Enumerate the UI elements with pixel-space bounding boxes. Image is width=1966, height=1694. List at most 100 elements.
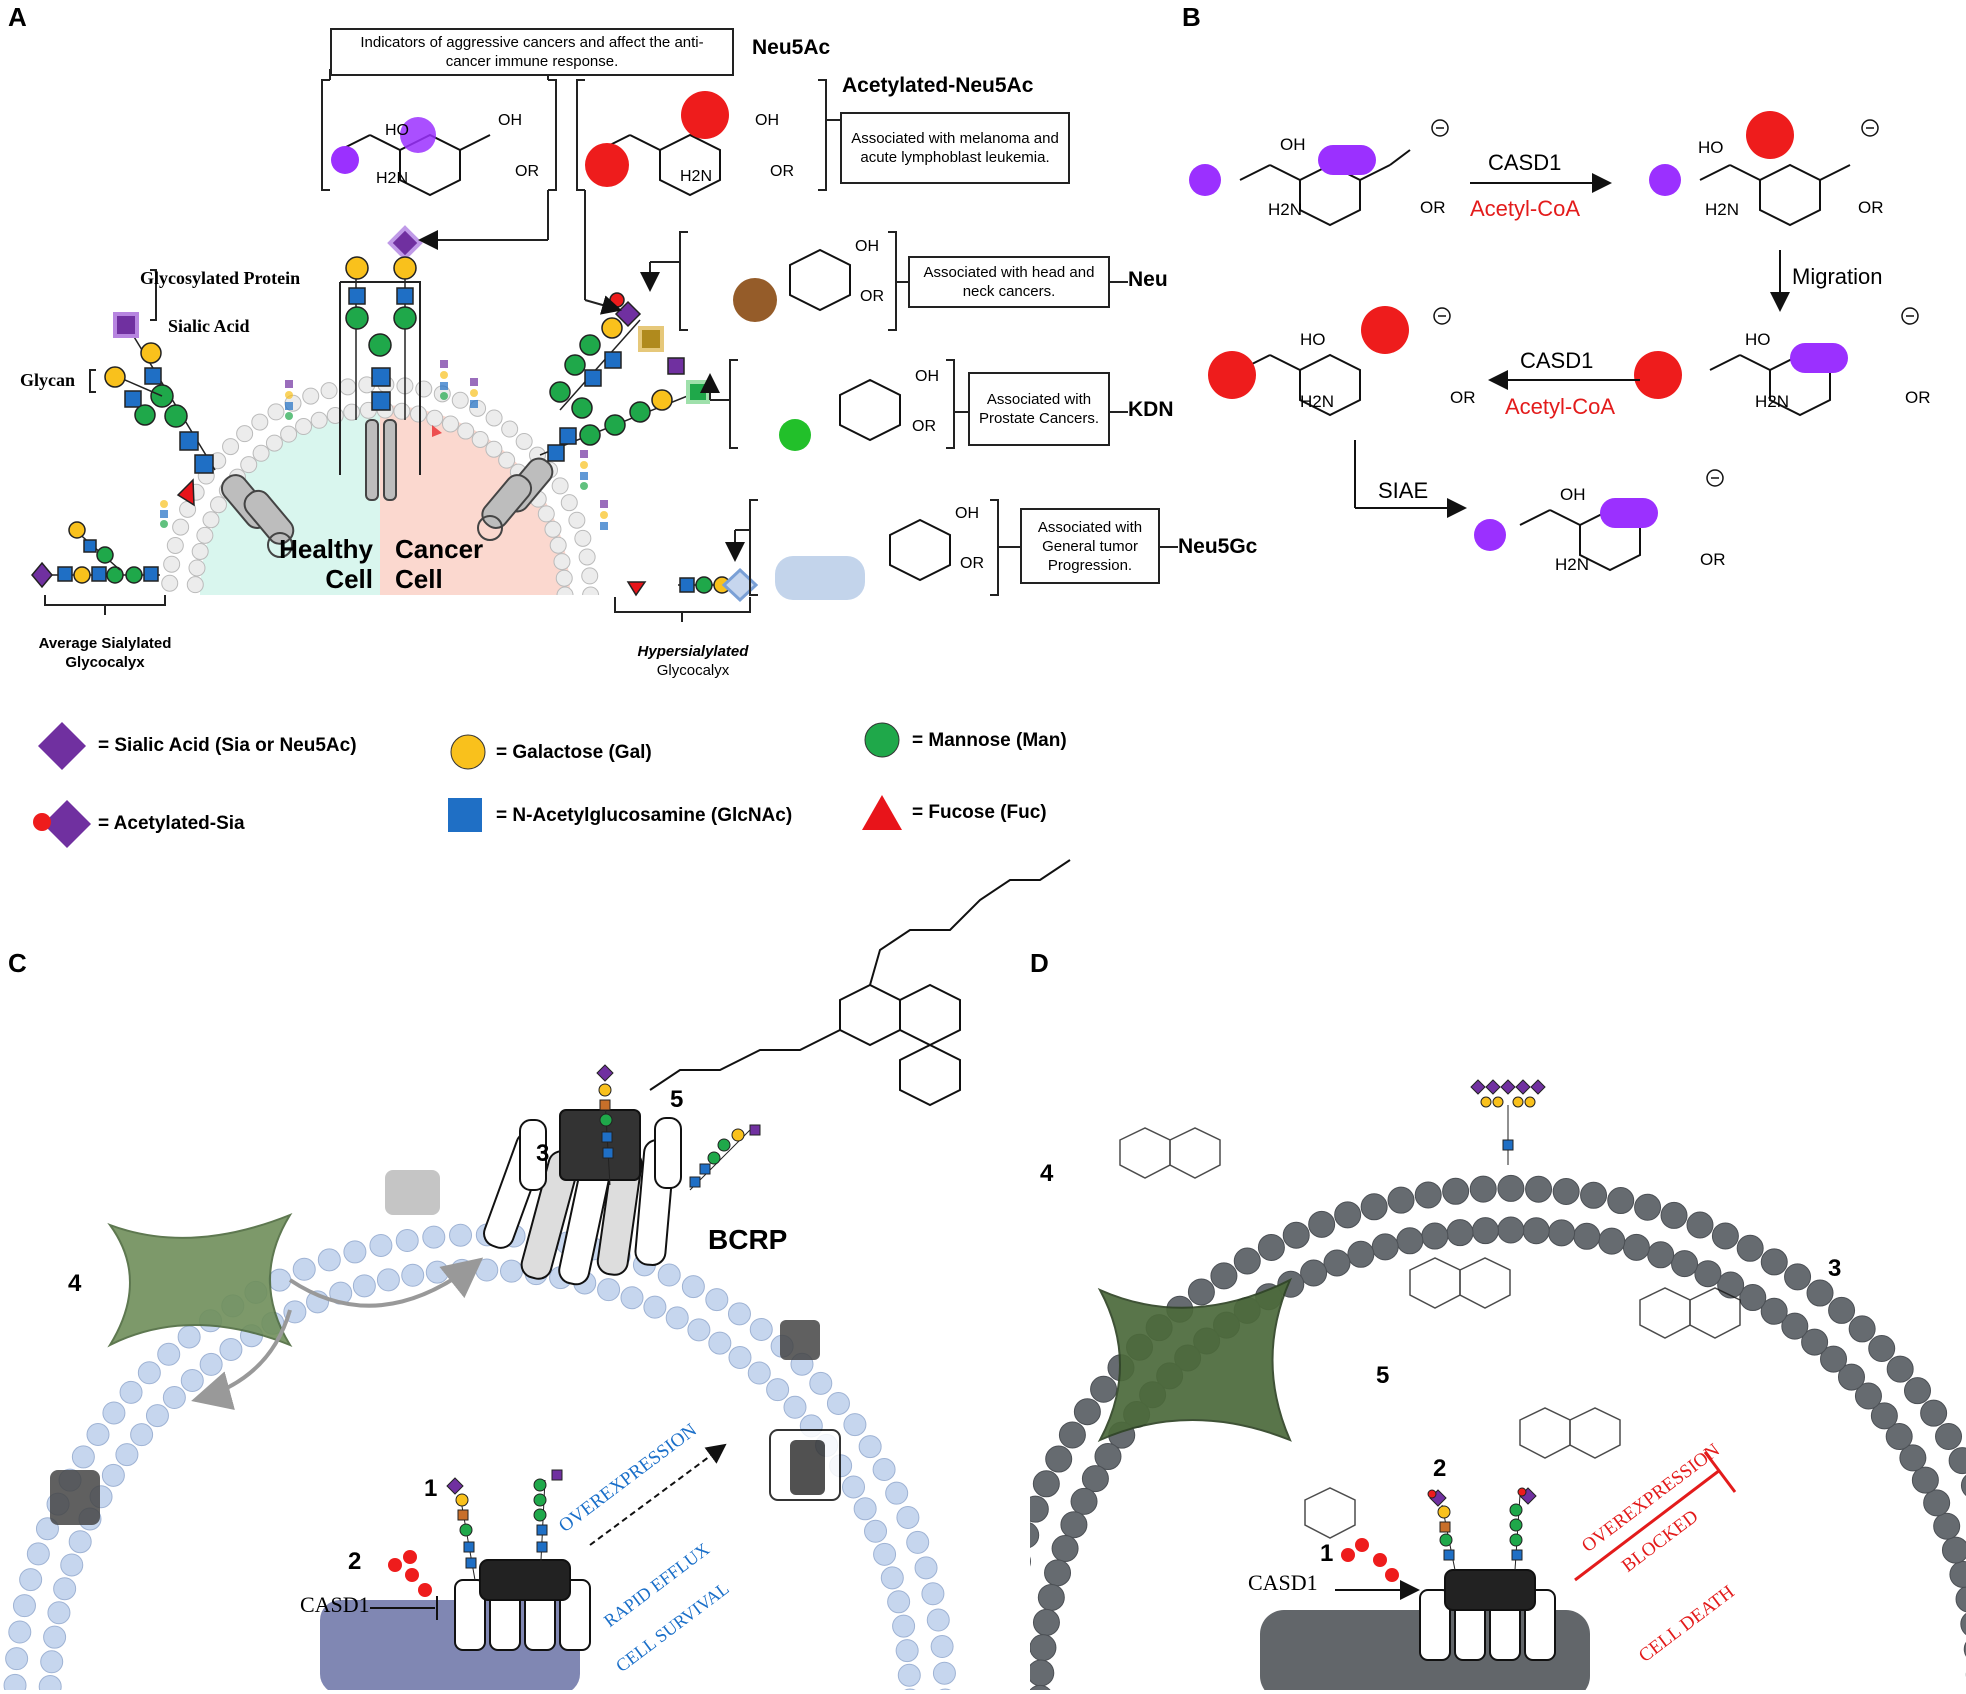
glycans-d: [1427, 1487, 1537, 1571]
lipid-head: [310, 411, 328, 429]
neu-description: Associated with head and neck cancers.: [908, 256, 1110, 308]
lipid-head: [1686, 1211, 1714, 1239]
lipid-head: [145, 1404, 169, 1428]
decorative-glycans-a: [160, 360, 608, 530]
lipid-head: [1347, 1240, 1375, 1268]
cancer-line2: Cell: [395, 564, 443, 594]
lipid-head: [872, 1458, 896, 1482]
panel-label-d: D: [1030, 948, 1049, 978]
lipid-head: [1948, 1447, 1966, 1475]
legend-mannose-icon: [864, 722, 900, 758]
lipid-head: [499, 1259, 523, 1283]
lipid-head: [1935, 1423, 1963, 1451]
lipid-head: [864, 1519, 888, 1543]
acetylcoa-mid: Acetyl-CoA: [1505, 394, 1616, 419]
lipid-head: [657, 1263, 681, 1287]
lipid-head: [897, 1663, 921, 1687]
lipid-head: [68, 1530, 92, 1554]
lipid-head: [1899, 1444, 1927, 1472]
chem-oh-3: OH: [855, 238, 879, 255]
glycosylated-protein-label: Glycosylated Protein: [140, 268, 301, 288]
neu-structure: [733, 248, 851, 322]
legend-galactose-icon: [450, 734, 486, 770]
lipid-head: [501, 420, 519, 438]
lipid-head: [1210, 1262, 1238, 1290]
lipid-head: [1045, 1445, 1073, 1473]
lipid-head: [498, 451, 516, 469]
bcrp-label: BCRP: [708, 1224, 788, 1255]
lipid-head: [295, 418, 313, 436]
green-transporter-c: [107, 1212, 293, 1348]
lipid-head: [1886, 1355, 1914, 1383]
lipid-head: [749, 1317, 773, 1341]
lipid-head: [620, 1286, 644, 1310]
lipid-head: [12, 1594, 36, 1618]
lipid-head: [1548, 1219, 1576, 1247]
lipid-head: [1671, 1250, 1699, 1278]
lipid-head: [873, 1542, 897, 1566]
b-chem-or-4: OR: [1450, 388, 1476, 407]
lipid-head: [887, 1590, 911, 1614]
lipid-head: [906, 1530, 930, 1554]
average-glycocalyx-label: Average Sialylated Glycocalyx: [20, 634, 190, 672]
legend-shapes: [33, 722, 902, 848]
lipid-head: [441, 415, 459, 433]
chem-or-5: OR: [960, 555, 984, 572]
lipid-head: [166, 536, 184, 554]
lipid-head: [1070, 1487, 1098, 1515]
lipid-head: [1660, 1201, 1688, 1229]
c-number-1: 1: [424, 1475, 438, 1502]
lipid-head: [1949, 1560, 1966, 1588]
lipid-head: [251, 413, 269, 431]
average-line1: Average Sialylated: [38, 635, 172, 652]
lipid-head: [1868, 1334, 1896, 1362]
acetylated-description: Associated with melanoma and acute lymph…: [840, 112, 1070, 184]
lipid-head: [172, 518, 190, 536]
lipid-head: [1497, 1174, 1525, 1202]
lipid-head: [191, 542, 209, 560]
chem-oh-2: OH: [755, 112, 779, 129]
lipid-head: [5, 1647, 29, 1671]
lipid-head: [252, 444, 270, 462]
b-chem-ho-4: HO: [1300, 330, 1326, 349]
chem-oh-4: OH: [915, 368, 939, 385]
overexpression-arrow-c: [589, 1443, 727, 1546]
kdn-description: Associated with Prostate Cancers.: [968, 372, 1110, 446]
lipid-head: [1647, 1241, 1675, 1269]
lipid-head: [415, 380, 433, 398]
lipid-head: [926, 1608, 950, 1632]
lipid-head: [992, 1603, 1018, 1629]
lipid-head: [1717, 1271, 1745, 1299]
lipid-head: [1694, 1260, 1722, 1288]
glycoprotein-helix-left: [220, 474, 295, 558]
lipid-head: [665, 1306, 689, 1330]
lipid-head: [38, 1674, 62, 1690]
charge-symbols: [1431, 119, 1919, 487]
lipid-head: [1300, 1259, 1328, 1287]
panel-label-b: B: [1182, 2, 1201, 32]
lipid-head: [1442, 1177, 1470, 1205]
b-chem-h2n-2: H2N: [1705, 200, 1740, 219]
neu5gc-structure: [775, 518, 951, 600]
b-chem-or-5: OR: [1700, 550, 1726, 569]
lipid-head: [162, 1386, 186, 1410]
lipid-head: [101, 1463, 125, 1487]
hyper-glycocalyx-label: Hypersialylated Glycocalyx: [618, 642, 768, 680]
panel-b-structures: [1189, 111, 1851, 572]
lipid-head: [119, 1380, 143, 1404]
hyper-line1: Hypersialylated: [637, 643, 749, 660]
legend-sialic-icon: [38, 722, 86, 770]
acetylated-neu5ac-label: Acetylated-Neu5Ac: [842, 74, 1034, 97]
lipid-head: [515, 432, 533, 450]
lipid-head: [1360, 1193, 1388, 1221]
lipid-head: [1030, 1556, 1031, 1567]
lipid-head: [1885, 1422, 1913, 1450]
lipid-head: [892, 1614, 916, 1638]
c-number-5: 5: [670, 1086, 684, 1113]
d-number-4: 4: [1040, 1160, 1054, 1187]
lipid-head: [555, 569, 573, 587]
c-casd1: CASD1: [300, 1592, 370, 1617]
lipid-head: [1607, 1187, 1635, 1215]
panel-label-c: C: [8, 948, 27, 978]
lipid-head: [1573, 1222, 1601, 1250]
